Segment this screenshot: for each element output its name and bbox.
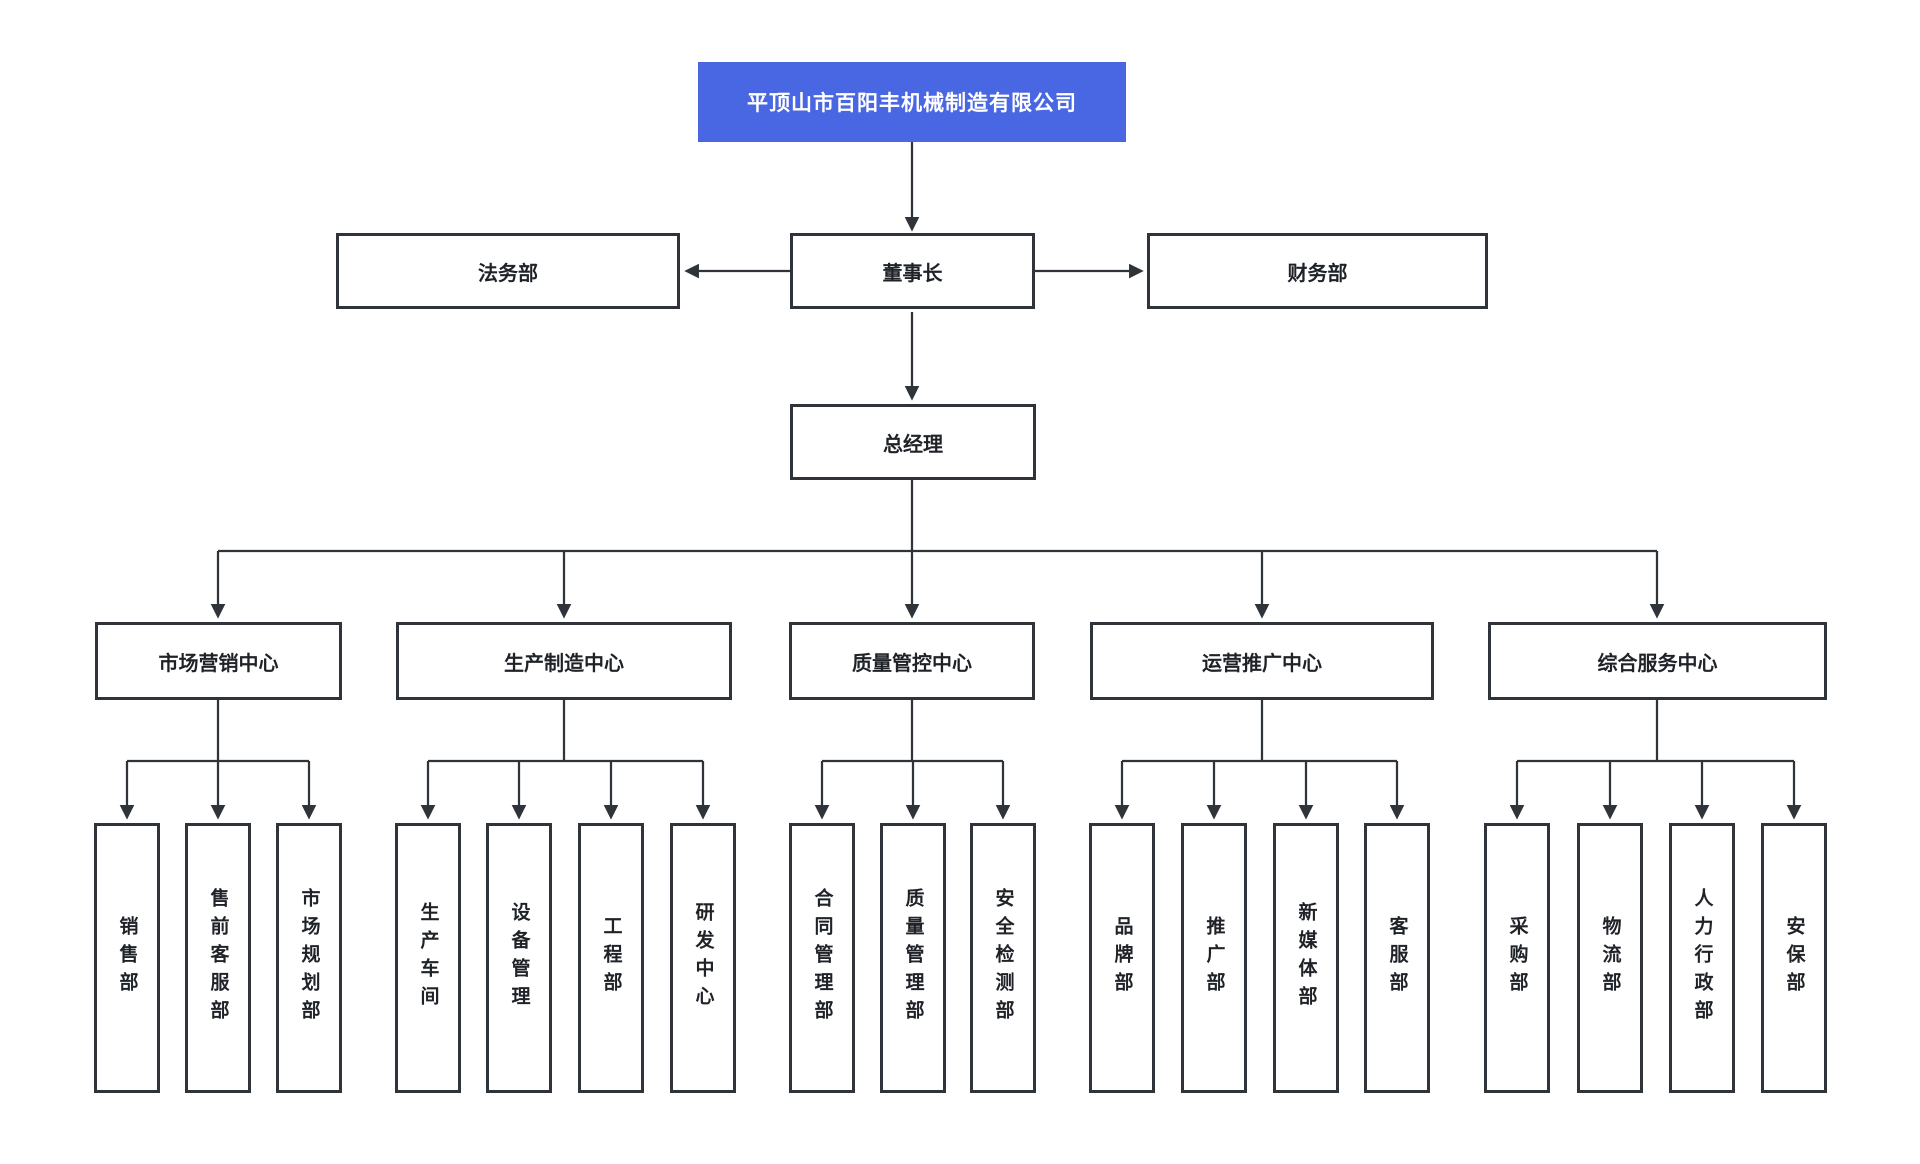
- dept-label: 客服部: [1386, 916, 1408, 1000]
- node-dept-security[interactable]: 安保部: [1761, 823, 1827, 1093]
- node-finance-dept[interactable]: 财务部: [1147, 233, 1488, 309]
- dept-label: 设备管理: [508, 902, 530, 1014]
- dept-label: 生产车间: [417, 902, 439, 1014]
- dept-label: 工程部: [600, 916, 622, 1000]
- node-center-quality[interactable]: 质量管控中心: [789, 622, 1035, 700]
- chairman-label: 董事长: [882, 262, 943, 285]
- node-chairman[interactable]: 董事长: [790, 233, 1035, 309]
- legal-label: 法务部: [478, 262, 538, 285]
- general-manager-label: 总经理: [883, 433, 943, 456]
- node-dept-sales[interactable]: 销售部: [94, 823, 160, 1093]
- node-dept-contract-management[interactable]: 合同管理部: [789, 823, 855, 1093]
- node-dept-rnd-center[interactable]: 研发中心: [670, 823, 736, 1093]
- dept-label: 推广部: [1203, 916, 1225, 1000]
- node-dept-brand[interactable]: 品牌部: [1089, 823, 1155, 1093]
- dept-label: 销售部: [116, 916, 138, 1000]
- node-dept-logistics[interactable]: 物流部: [1577, 823, 1643, 1093]
- dept-label: 采购部: [1506, 916, 1528, 1000]
- node-dept-new-media[interactable]: 新媒体部: [1273, 823, 1339, 1093]
- dept-label: 安保部: [1783, 916, 1805, 1000]
- node-company[interactable]: 平顶山市百阳丰机械制造有限公司: [698, 62, 1126, 142]
- center-label: 生产制造中心: [504, 652, 624, 675]
- node-center-services[interactable]: 综合服务中心: [1488, 622, 1827, 700]
- dept-label: 质量管理部: [902, 888, 924, 1028]
- company-label: 平顶山市百阳丰机械制造有限公司: [747, 92, 1077, 115]
- dept-label: 研发中心: [692, 902, 714, 1014]
- dept-label: 安全检测部: [992, 888, 1014, 1028]
- dept-label: 市场规划部: [298, 888, 320, 1028]
- finance-label: 财务部: [1287, 262, 1348, 285]
- node-dept-market-planning[interactable]: 市场规划部: [276, 823, 342, 1093]
- node-general-manager[interactable]: 总经理: [790, 404, 1036, 480]
- center-label: 质量管控中心: [852, 652, 972, 675]
- dept-label: 合同管理部: [811, 888, 833, 1028]
- node-center-production[interactable]: 生产制造中心: [396, 622, 732, 700]
- node-dept-engineering[interactable]: 工程部: [578, 823, 644, 1093]
- node-center-marketing[interactable]: 市场营销中心: [95, 622, 342, 700]
- center-label: 运营推广中心: [1202, 652, 1322, 675]
- node-dept-safety-inspection[interactable]: 安全检测部: [970, 823, 1036, 1093]
- node-dept-promotion[interactable]: 推广部: [1181, 823, 1247, 1093]
- node-dept-production-workshop[interactable]: 生产车间: [395, 823, 461, 1093]
- node-center-operations[interactable]: 运营推广中心: [1090, 622, 1434, 700]
- node-dept-customer-service[interactable]: 客服部: [1364, 823, 1430, 1093]
- dept-label: 售前客服部: [207, 888, 229, 1028]
- dept-label: 人力行政部: [1691, 888, 1713, 1028]
- center-label: 市场营销中心: [158, 652, 279, 675]
- node-dept-quality-management[interactable]: 质量管理部: [880, 823, 946, 1093]
- center-label: 综合服务中心: [1597, 652, 1718, 675]
- node-dept-presales-service[interactable]: 售前客服部: [185, 823, 251, 1093]
- dept-label: 新媒体部: [1295, 902, 1317, 1014]
- node-dept-hr-admin[interactable]: 人力行政部: [1669, 823, 1735, 1093]
- dept-label: 品牌部: [1111, 916, 1133, 1000]
- dept-label: 物流部: [1599, 916, 1621, 1000]
- node-legal-dept[interactable]: 法务部: [336, 233, 680, 309]
- node-dept-procurement[interactable]: 采购部: [1484, 823, 1550, 1093]
- node-dept-equipment-management[interactable]: 设备管理: [486, 823, 552, 1093]
